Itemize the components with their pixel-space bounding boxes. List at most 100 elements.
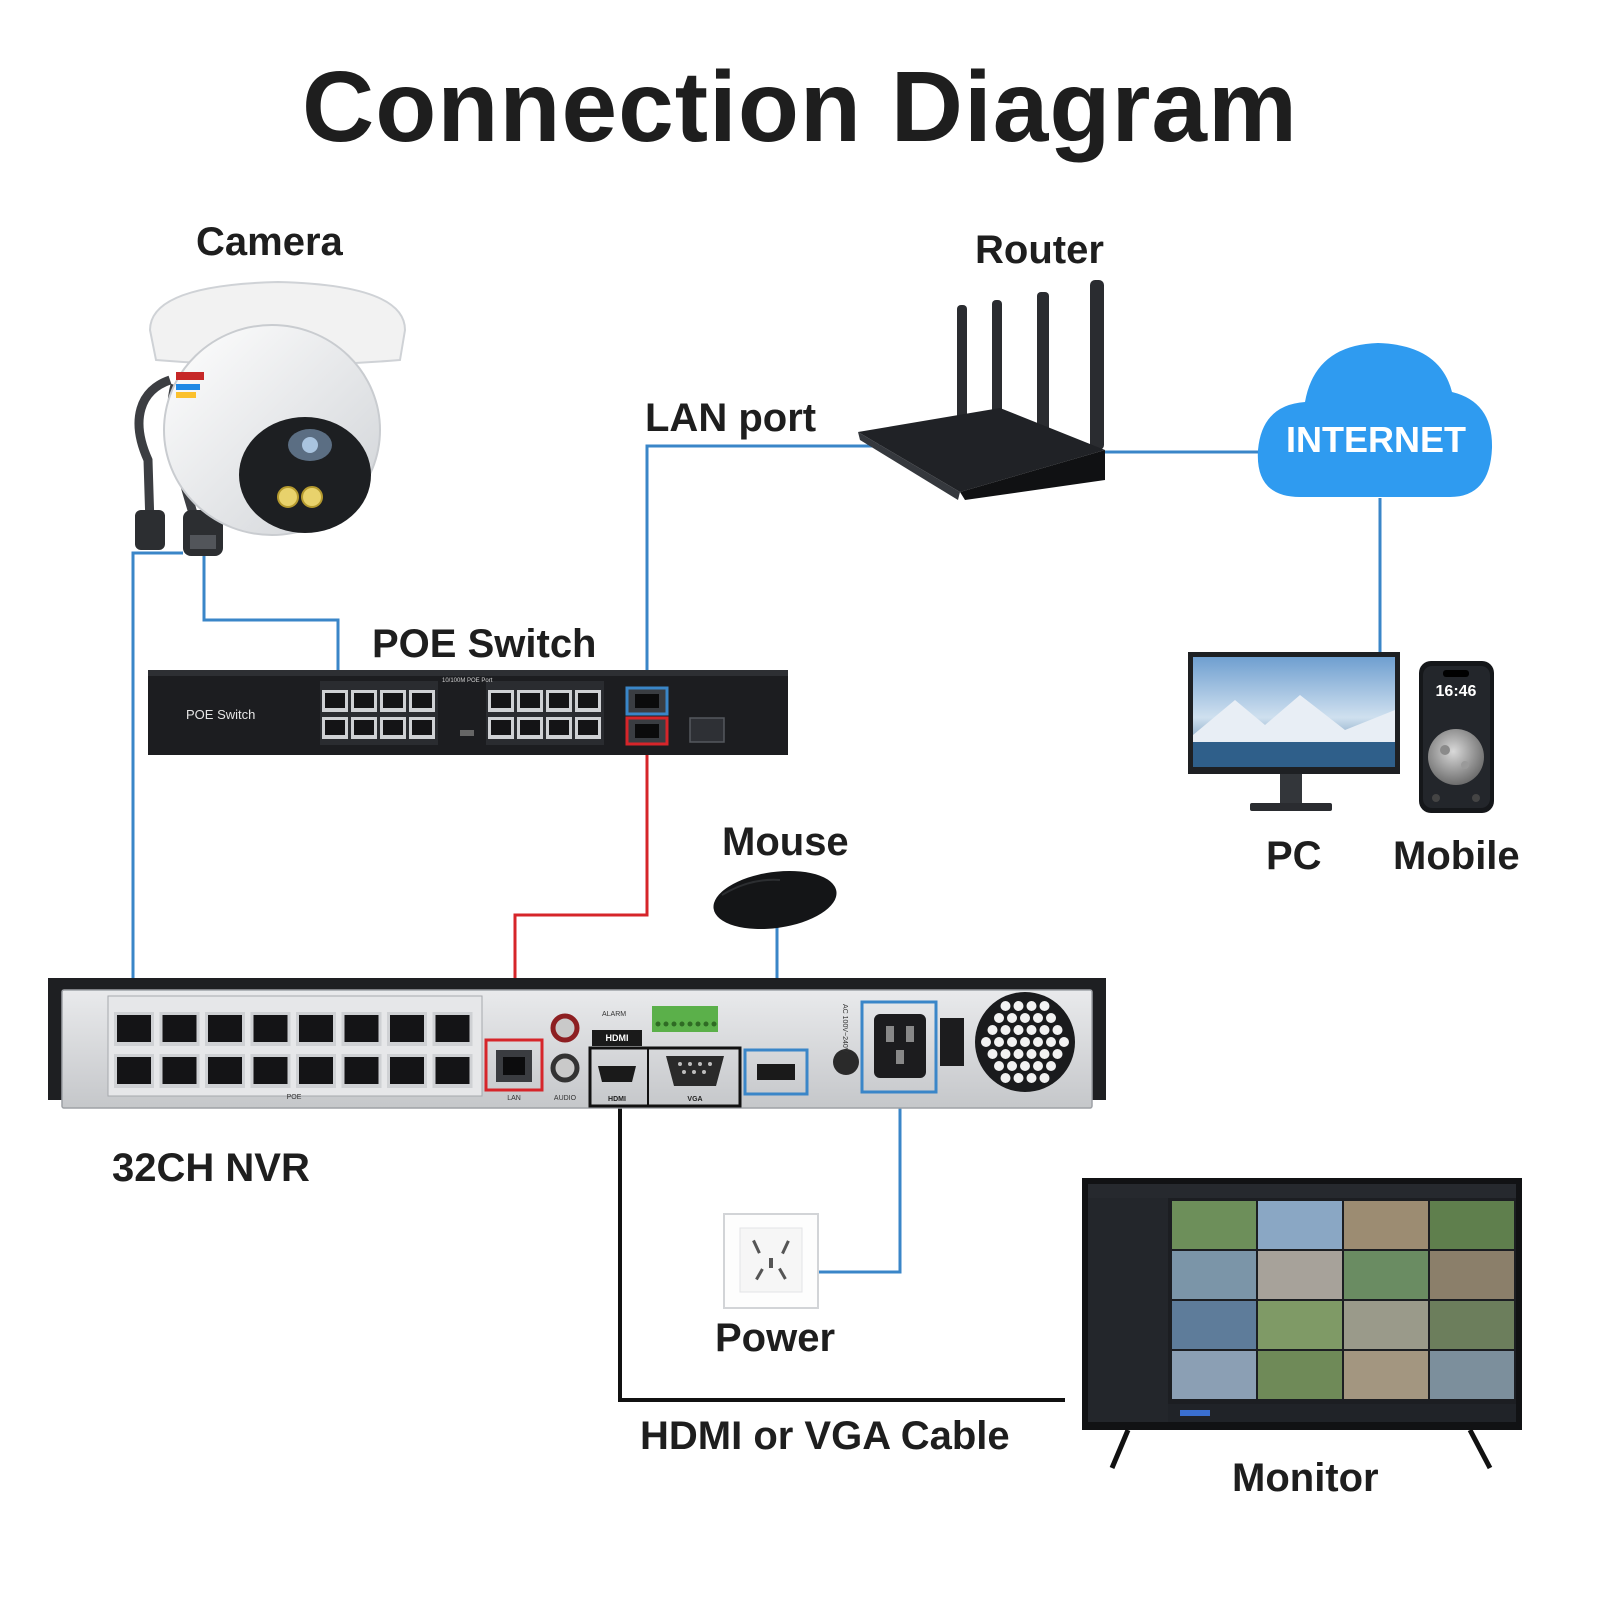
power-label: Power: [715, 1316, 836, 1360]
cable-camera-to-nvr: [131, 551, 183, 1022]
camera-feed-tile: [1172, 1251, 1256, 1299]
nvr-poe-port: [387, 1054, 427, 1088]
mouse-device: [713, 870, 837, 930]
mobile-label: Mobile: [1393, 834, 1520, 878]
mobile-device: [1419, 661, 1494, 813]
alarm-pin: [711, 1021, 717, 1027]
nvr-hdmi-bottom-label: HDMI: [608, 1096, 626, 1103]
camera-feed-tile: [1172, 1301, 1256, 1349]
fan-hole: [1046, 1037, 1056, 1047]
nvr-hdmi-label: HDMI: [606, 1033, 629, 1043]
fan-hole: [1026, 1025, 1037, 1035]
switch-port-caption: 10/100M POE Port: [442, 678, 493, 684]
switch-port: [409, 717, 435, 739]
switch-port: [575, 717, 601, 739]
monitor-label: Monitor: [1232, 1456, 1379, 1500]
nvr-fan-grille: [981, 1001, 1069, 1083]
monitor-device: [1082, 1178, 1522, 1470]
switch-panel-label: POE Switch: [186, 707, 255, 722]
switch-port: [380, 717, 406, 739]
cable-switch-to-router: [645, 444, 880, 690]
switch-port: [380, 690, 406, 712]
nvr-poe-port: [296, 1012, 336, 1046]
fan-hole: [1059, 1037, 1069, 1047]
lan-port-label: LAN port: [645, 396, 817, 440]
cable-nvr-to-monitor: [618, 1105, 1065, 1402]
fan-hole: [994, 1037, 1004, 1047]
camera-feed-tile: [1430, 1251, 1514, 1299]
fan-hole: [1020, 1013, 1030, 1023]
mouse-label: Mouse: [722, 820, 849, 864]
nvr-poe-port: [114, 1012, 154, 1046]
camera-feed-tile: [1430, 1301, 1514, 1349]
cable-camera-to-switch: [202, 555, 340, 690]
fan-hole: [1013, 1049, 1024, 1059]
pc-label: PC: [1266, 834, 1322, 878]
switch-port: [351, 717, 377, 739]
fan-hole: [1007, 1061, 1017, 1071]
nvr-poe-label: POE: [287, 1094, 302, 1101]
fan-hole: [1026, 1073, 1037, 1083]
switch-port: [322, 717, 348, 739]
camera-device: [134, 280, 407, 556]
nvr-poe-port: [159, 1054, 200, 1088]
fan-hole: [1000, 1001, 1011, 1011]
nvr-video-output-box: [588, 1046, 742, 1108]
camera-feed-tile: [1258, 1201, 1342, 1249]
camera-feed-tile: [1344, 1201, 1428, 1249]
switch-port: [488, 717, 514, 739]
camera-feed-tile: [1172, 1351, 1256, 1399]
nvr-poe-port: [432, 1012, 473, 1046]
nvr-power-rating: AC 100V~240V: [841, 1004, 848, 1053]
fan-hole: [1046, 1061, 1056, 1071]
switch-port: [409, 690, 435, 712]
alarm-pin: [679, 1021, 685, 1027]
fan-hole: [1026, 1049, 1037, 1059]
alarm-pin: [695, 1021, 701, 1027]
fan-hole: [1033, 1037, 1043, 1047]
camera-label: Camera: [196, 220, 343, 264]
alarm-pin: [663, 1021, 669, 1027]
switch-port-block-1: [320, 681, 438, 745]
cable-nvr-to-power: [818, 1092, 902, 1274]
pc-device: [1188, 652, 1400, 811]
fan-hole: [1039, 1001, 1050, 1011]
switch-port: [488, 690, 514, 712]
fan-hole: [987, 1049, 998, 1059]
fan-hole: [1046, 1013, 1056, 1023]
nvr-usb-port: [743, 1048, 809, 1096]
nvr-poe-port: [250, 1012, 291, 1046]
fan-hole: [1013, 1073, 1024, 1083]
camera-feed-tile: [1430, 1201, 1514, 1249]
fan-hole: [1000, 1049, 1011, 1059]
nvr-poe-port: [432, 1054, 473, 1088]
fan-hole: [1020, 1037, 1030, 1047]
fan-hole: [1033, 1061, 1043, 1071]
cable-switch-to-nvr-lan: [513, 745, 649, 1040]
nvr-audio-label: AUDIO: [554, 1095, 577, 1102]
camera-feed-tile: [1344, 1251, 1428, 1299]
fan-hole: [1052, 1025, 1063, 1035]
fan-hole: [1039, 1025, 1050, 1035]
diagram-title: Connection Diagram: [302, 51, 1298, 163]
nvr-label: 32CH NVR: [112, 1146, 310, 1190]
alarm-pin: [703, 1021, 709, 1027]
alarm-pin: [655, 1021, 661, 1027]
switch-port: [351, 690, 377, 712]
router-device: [858, 280, 1105, 500]
internet-label: INTERNET: [1286, 419, 1466, 460]
fan-hole: [981, 1037, 991, 1047]
nvr-alarm-terminal: [655, 1021, 717, 1027]
poe-switch-label: POE Switch: [372, 622, 597, 666]
nvr-device: [48, 978, 1106, 1109]
fan-hole: [1026, 1001, 1037, 1011]
fan-hole: [1039, 1073, 1050, 1083]
nvr-poe-port: [341, 1054, 382, 1088]
fan-hole: [994, 1013, 1004, 1023]
camera-feed-tile: [1258, 1301, 1342, 1349]
nvr-lan-label: LAN: [507, 1095, 521, 1102]
camera-feed-tile: [1344, 1351, 1428, 1399]
nvr-poe-port: [205, 1054, 245, 1088]
nvr-power-socket: [860, 1000, 938, 1094]
